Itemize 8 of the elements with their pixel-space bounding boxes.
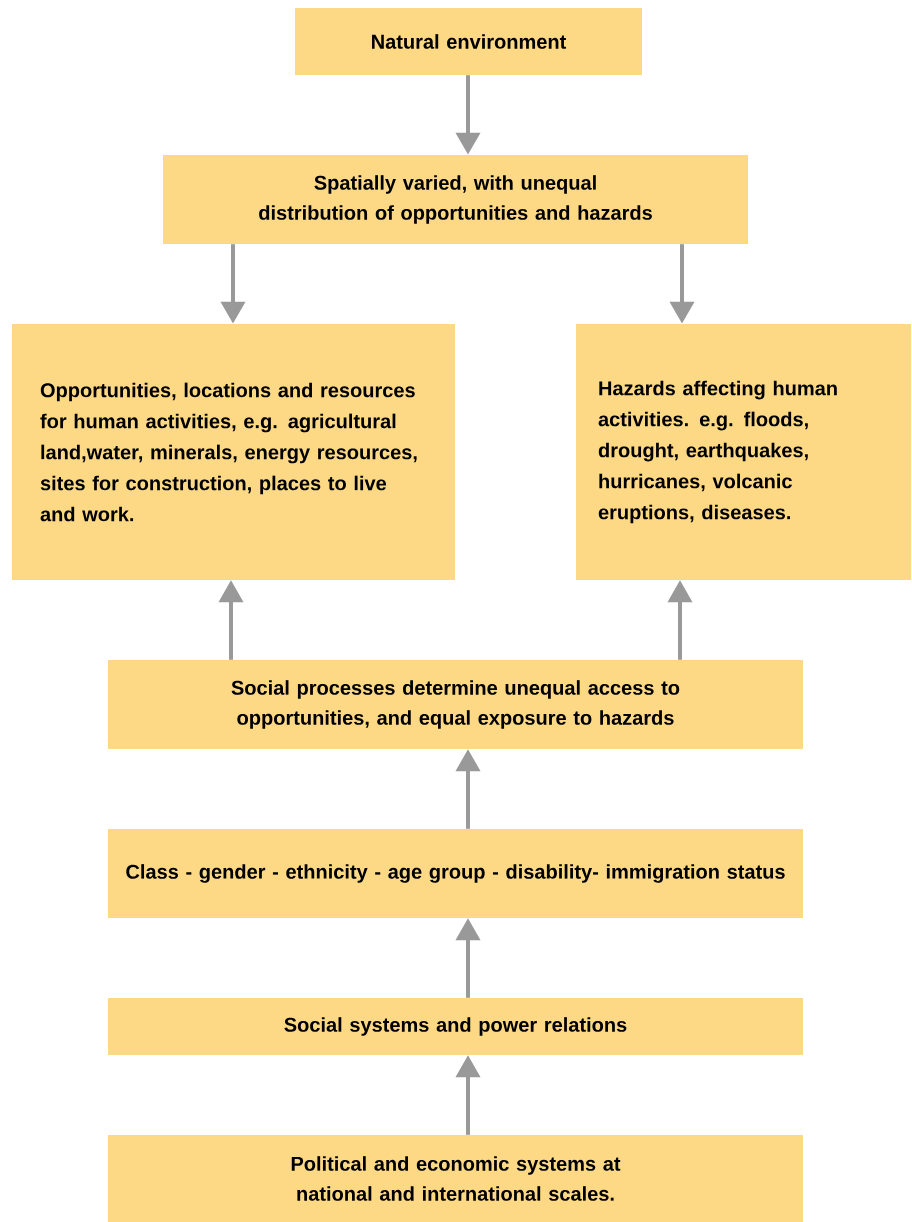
text-box: Spatially varied, with unequal distribution of opportunities and hazards xyxy=(163,155,748,244)
text-box: Opportunities, locations and resources for human activities, e.g. agricultural land,water, minerals, energy resources, sites for construction, places to live and work. xyxy=(12,324,455,580)
text-box: Social processes determine unequal access to opportunities, and equal exposure to hazards xyxy=(108,660,803,749)
text-box: Political and economic systems at national and international scales. xyxy=(108,1135,803,1222)
text-box: Social systems and power relations xyxy=(108,998,803,1055)
text-box: Natural environment xyxy=(295,8,642,75)
text-box: Hazards affecting human activities. e.g. floods, drought, earthquakes, hurricanes, volcanic eruptions, diseases. xyxy=(576,324,911,580)
text-box: Class - gender - ethnicity - age group - disability- immigration status xyxy=(108,829,803,918)
